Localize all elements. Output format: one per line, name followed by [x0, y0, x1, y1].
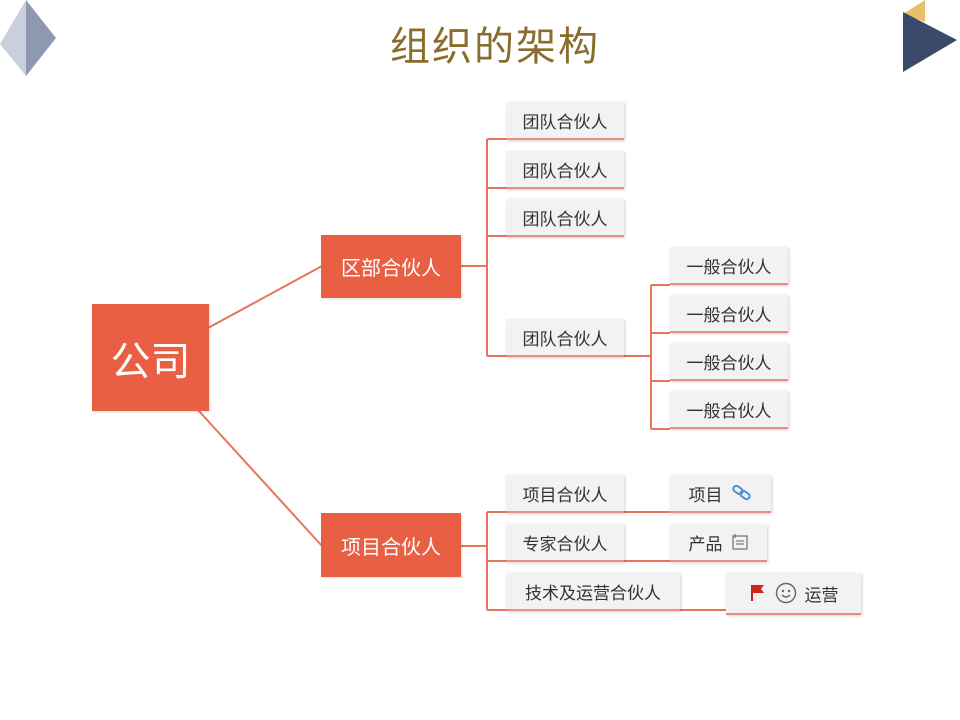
root-label: 公司 [110, 338, 191, 385]
node-label: 项目 [688, 485, 723, 506]
team-node: 团队合伙人 [506, 199, 624, 237]
node-label: 运营 [804, 585, 839, 606]
note-icon [731, 534, 748, 550]
tech-ops-partner-node: 技术及运营合伙人 [506, 573, 680, 611]
left-corner-decoration [0, 0, 56, 76]
branch-node: 区部合伙人 [321, 235, 461, 298]
node-label: 产品 [688, 534, 723, 555]
node-label: 团队合伙人 [522, 161, 608, 182]
node-label: 一般合伙人 [686, 353, 772, 374]
team-node: 团队合伙人 [506, 319, 624, 357]
expert-partner-node: 专家合伙人 [506, 524, 624, 562]
node-label: 团队合伙人 [522, 329, 608, 350]
general-partner-node: 一般合伙人 [670, 295, 788, 333]
general-partner-node: 一般合伙人 [670, 247, 788, 285]
node-label: 团队合伙人 [522, 112, 608, 133]
page-title: 组织的架构 [390, 24, 600, 70]
node-label: 团队合伙人 [522, 209, 608, 230]
branch-label: 区部合伙人 [341, 256, 441, 280]
node-label: 项目合伙人 [522, 485, 608, 506]
project-partner-node: 项目合伙人 [506, 475, 624, 513]
node-label: 技术及运营合伙人 [525, 583, 661, 604]
branch-node: 项目合伙人 [321, 513, 461, 577]
node-label: 一般合伙人 [686, 401, 772, 422]
branch-label: 项目合伙人 [341, 534, 441, 559]
node-label: 一般合伙人 [686, 257, 772, 278]
link-icon [731, 484, 751, 501]
root-node: 公司 [92, 304, 209, 411]
project-leaf-node: 项目 [670, 475, 771, 513]
node-label: 专家合伙人 [522, 534, 608, 555]
general-partner-node: 一般合伙人 [670, 391, 788, 429]
general-partner-node: 一般合伙人 [670, 343, 788, 381]
operations-leaf-node: 运营 [726, 573, 861, 615]
node-label: 一般合伙人 [686, 305, 772, 326]
smiley-icon [775, 582, 796, 604]
right-corner-decoration [903, 0, 957, 72]
flag-icon [750, 585, 764, 601]
team-node: 团队合伙人 [506, 151, 624, 189]
team-node: 团队合伙人 [506, 102, 624, 140]
product-leaf-node: 产品 [670, 524, 767, 562]
